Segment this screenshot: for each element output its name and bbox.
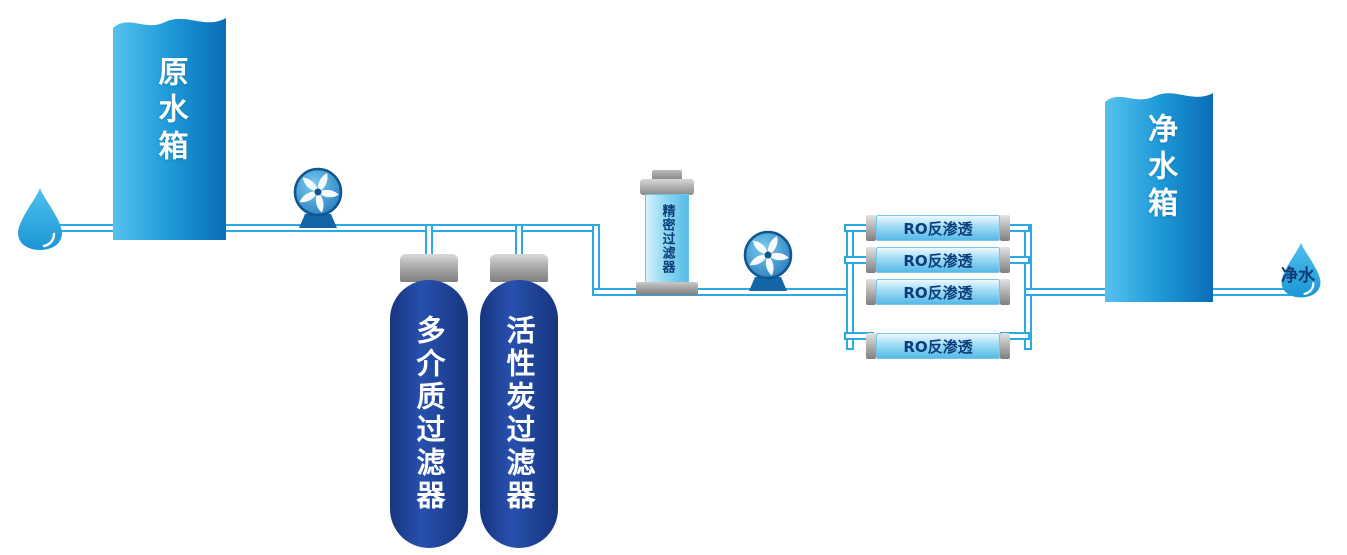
ro-end-cap (1000, 279, 1010, 305)
ro-end-cap (866, 279, 876, 305)
water-tank-shape (1105, 93, 1213, 302)
source-water-drop (14, 186, 66, 256)
pump-icon (293, 167, 343, 228)
ro-membrane-4: RO反渗透 (866, 333, 1010, 359)
ro-membrane-4-label: RO反渗透 (903, 337, 973, 356)
pipe-to-ro-manifold (592, 288, 854, 296)
clean-water-tank-label: 净水箱 (1142, 113, 1177, 224)
precision-filter-label: 精密过滤器 (659, 204, 675, 274)
multimedia-filter-cap (400, 254, 458, 282)
ro-membrane-3-label: RO反渗透 (903, 283, 973, 302)
ro-body: RO反渗透 (876, 333, 1000, 359)
ro-body: RO反渗透 (876, 215, 1000, 241)
high-pressure-pump-2 (740, 229, 796, 297)
ro-membrane-2-label: RO反渗透 (903, 251, 973, 270)
water-tank-shape (113, 18, 226, 240)
feed-pump-1 (290, 166, 346, 234)
pump-icon (743, 230, 793, 291)
multimedia-filter: 多介质过滤器 (390, 280, 468, 548)
ro-end-cap (1000, 333, 1010, 359)
carbon-filter-label: 活性炭过滤器 (502, 315, 536, 513)
precision-filter-cap (640, 179, 694, 195)
ro-body: RO反渗透 (876, 279, 1000, 305)
ro-end-cap (866, 247, 876, 273)
carbon-filter: 活性炭过滤器 (480, 280, 558, 548)
precision-filter-base (636, 282, 698, 295)
ro-end-cap (866, 215, 876, 241)
water-drop-icon (1281, 242, 1321, 298)
ro-body: RO反渗透 (876, 247, 1000, 273)
ro-membrane-1-label: RO反渗透 (903, 219, 973, 238)
ro-end-cap (866, 333, 876, 359)
clean-water-drop: 净水 (1278, 240, 1324, 304)
ro-end-cap (1000, 215, 1010, 241)
ro-membrane-1: RO反渗透 (866, 215, 1010, 241)
raw-water-tank-label: 原水箱 (152, 56, 188, 167)
ro-end-cap (1000, 247, 1010, 273)
pipe-elbow-down (592, 224, 600, 296)
ro-membrane-2: RO反渗透 (866, 247, 1010, 273)
carbon-filter-cap (490, 254, 548, 282)
ro-membrane-3: RO反渗透 (866, 279, 1010, 305)
water-drop-icon (18, 188, 62, 250)
multimedia-filter-label: 多介质过滤器 (412, 315, 446, 513)
clean-water-label: 净水 (1281, 266, 1315, 286)
precision-filter: 精密过滤器 (645, 194, 689, 284)
raw-water-tank: 原水箱 (113, 10, 226, 240)
clean-water-tank: 净水箱 (1105, 85, 1213, 302)
precision-filter-knob (652, 170, 682, 180)
